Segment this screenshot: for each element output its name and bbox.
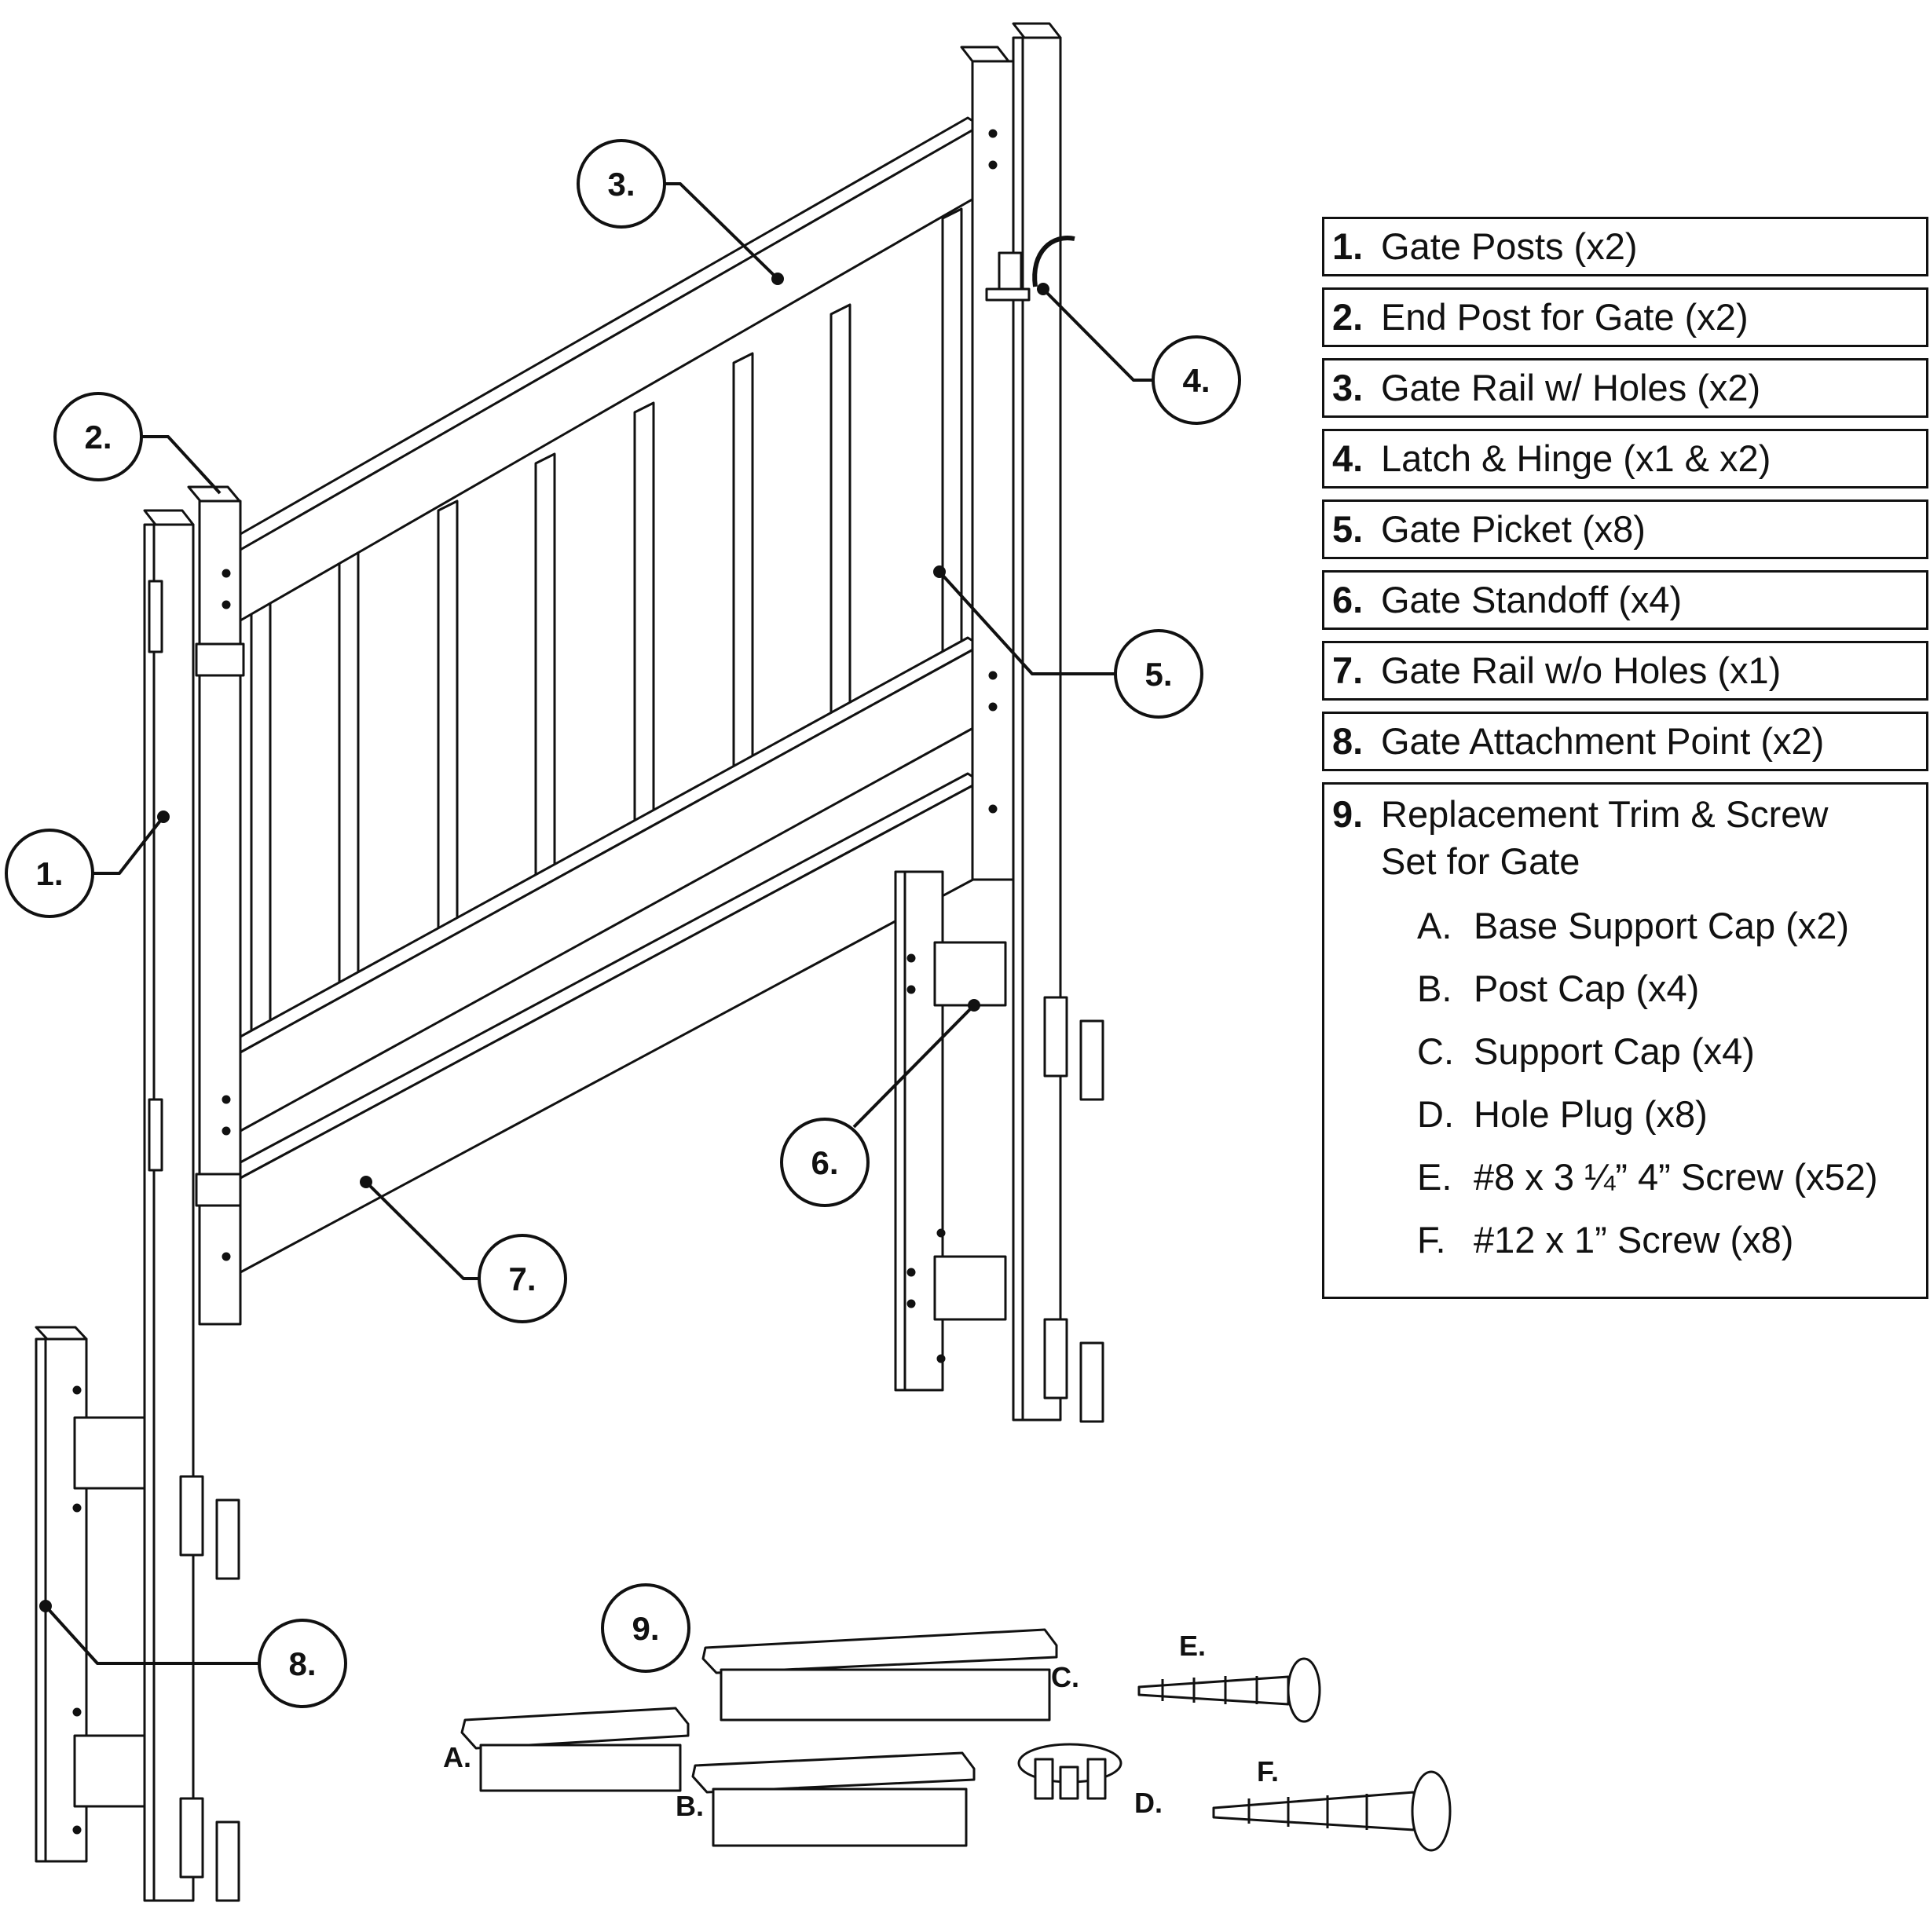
part-label: Gate Rail w/o Holes (x1) — [1381, 649, 1782, 691]
part-label: Gate Standoff (x4) — [1381, 579, 1683, 620]
part-number: 6. — [1332, 579, 1364, 620]
hardware-letter: A. — [1417, 905, 1452, 946]
hardware-item-a: A. Base Support Cap (x2) — [1417, 904, 1849, 948]
gate-pickets — [250, 207, 963, 1048]
part-row-2: 2. End Post for Gate (x2) — [1322, 287, 1928, 347]
part-number: 3. — [1332, 367, 1364, 408]
hardware-label: #12 x 1” Screw (x8) — [1474, 1219, 1794, 1261]
hardware-letter: F. — [1417, 1219, 1446, 1261]
hardware-label: Hole Plug (x8) — [1474, 1093, 1708, 1135]
part-row-3: 3. Gate Rail w/ Holes (x2) — [1322, 358, 1928, 418]
gate-post-left — [143, 509, 240, 1902]
part-row-7: 7. Gate Rail w/o Holes (x1) — [1322, 641, 1928, 701]
hardware-letter: B. — [1417, 968, 1452, 1009]
part-number: 8. — [1332, 720, 1364, 762]
attachment-point-post — [35, 1326, 147, 1863]
callout-2: 2. — [84, 419, 112, 456]
base-support-cap — [460, 1707, 690, 1792]
part-number: 4. — [1332, 437, 1364, 479]
part-label: Latch & Hinge (x1 & x2) — [1381, 437, 1771, 479]
hardware-label: #8 x 3 ¼” 4” Screw (x52) — [1474, 1156, 1878, 1198]
part-label: Gate Posts (x2) — [1381, 225, 1638, 267]
part-9-title: 9. Replacement Trim & Screw Set for Gate — [1332, 791, 1884, 885]
callout-1: 1. — [35, 855, 63, 892]
post-cap — [691, 1751, 976, 1847]
hardware-item-f: F. #12 x 1” Screw (x8) — [1417, 1218, 1793, 1262]
latch-hardware — [985, 236, 1075, 302]
hardware-letter: D. — [1417, 1093, 1454, 1135]
callout-5: 5. — [1144, 656, 1172, 693]
hardware-label-a: A. — [443, 1741, 471, 1773]
hardware-letter: E. — [1417, 1156, 1452, 1198]
part-number: 7. — [1332, 649, 1364, 691]
callout-7: 7. — [508, 1261, 536, 1297]
part-number: 5. — [1332, 508, 1364, 550]
hardware-item-b: B. Post Cap (x4) — [1417, 967, 1699, 1011]
gate-post-right — [1012, 22, 1104, 1423]
end-post-right — [960, 46, 1015, 881]
hardware-label-c: C. — [1051, 1661, 1079, 1693]
hardware-item-c: C. Support Cap (x4) — [1417, 1030, 1755, 1074]
part-number: 2. — [1332, 296, 1364, 338]
callout-9: 9. — [632, 1610, 659, 1647]
part-label: Gate Attachment Point (x2) — [1381, 720, 1825, 762]
part-row-9: 9.Replacement Trim & Screw Set for Gate … — [1322, 782, 1928, 1299]
support-cap — [701, 1628, 1058, 1722]
part-row-8: 8. Gate Attachment Point (x2) — [1322, 712, 1928, 771]
part-label: End Post for Gate (x2) — [1381, 296, 1749, 338]
part-label: Gate Picket (x8) — [1381, 508, 1646, 550]
hardware-label: Support Cap (x4) — [1474, 1030, 1755, 1072]
part-row-6: 6. Gate Standoff (x4) — [1322, 570, 1928, 630]
end-post-left — [187, 485, 245, 1326]
part-number: 1. — [1332, 225, 1364, 267]
hardware-label-d: D. — [1134, 1787, 1163, 1819]
callout-6: 6. — [811, 1144, 838, 1181]
part-row-4: 4. Latch & Hinge (x1 & x2) — [1322, 429, 1928, 488]
callout-circles — [5, 139, 1241, 1708]
hardware-label-e: E. — [1179, 1630, 1206, 1662]
part-label: Gate Rail w/ Holes (x2) — [1381, 367, 1761, 408]
hardware-item-e: E. #8 x 3 ¼” 4” Screw (x52) — [1417, 1155, 1878, 1199]
leader-lines — [44, 182, 1153, 1665]
hole-plug — [1017, 1743, 1122, 1800]
hardware-letter: C. — [1417, 1030, 1454, 1072]
callout-4: 4. — [1182, 362, 1210, 399]
hardware-label: Base Support Cap (x2) — [1474, 905, 1850, 946]
hardware-item-d: D. Hole Plug (x8) — [1417, 1092, 1708, 1136]
callout-8: 8. — [288, 1645, 316, 1682]
screw-e — [1137, 1657, 1321, 1723]
gate-standoff-post — [894, 870, 1007, 1392]
part-row-5: 5. Gate Picket (x8) — [1322, 499, 1928, 559]
callout-3: 3. — [607, 166, 635, 203]
hardware-label: Post Cap (x4) — [1474, 968, 1700, 1009]
hardware-label-b: B. — [676, 1790, 704, 1822]
part-number: 9. — [1332, 793, 1364, 835]
part-row-1: 1. Gate Posts (x2) — [1322, 217, 1928, 276]
screw-f — [1212, 1770, 1452, 1852]
hardware-label-f: F. — [1257, 1755, 1279, 1787]
part-label: Replacement Trim & Screw Set for Gate — [1381, 793, 1829, 882]
